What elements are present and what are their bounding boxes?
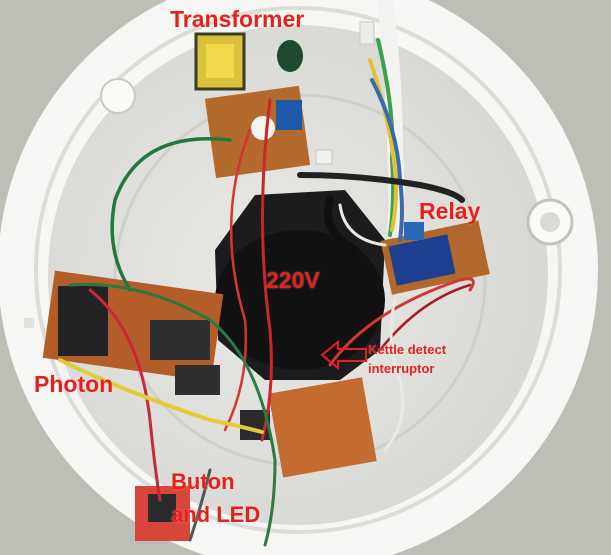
label-kettle-line2: interruptor: [368, 361, 435, 376]
housing-ring-edge: [34, 6, 562, 534]
kettle-detect-arrow-icon: [320, 339, 367, 371]
label-kettle-detect: Kettle detect interruptor: [368, 340, 446, 378]
label-relay: Relay: [419, 198, 481, 224]
label-transformer: Transformer: [170, 6, 305, 32]
label-kettle-line1: Kettle detect: [368, 342, 447, 357]
bottom-boards: [135, 377, 377, 541]
wires: [58, 0, 475, 547]
label-220v: 220V: [266, 267, 320, 293]
transformer-board: [194, 32, 311, 179]
relay-board: [380, 220, 490, 295]
label-button-line2: and LED: [171, 502, 261, 527]
mounting-posts: [24, 21, 574, 328]
label-photon: Photon: [34, 371, 114, 397]
label-button-and-led: Buton and LED: [171, 465, 260, 531]
label-button-line1: Buton: [171, 469, 235, 494]
mount-shadow: [215, 230, 385, 370]
